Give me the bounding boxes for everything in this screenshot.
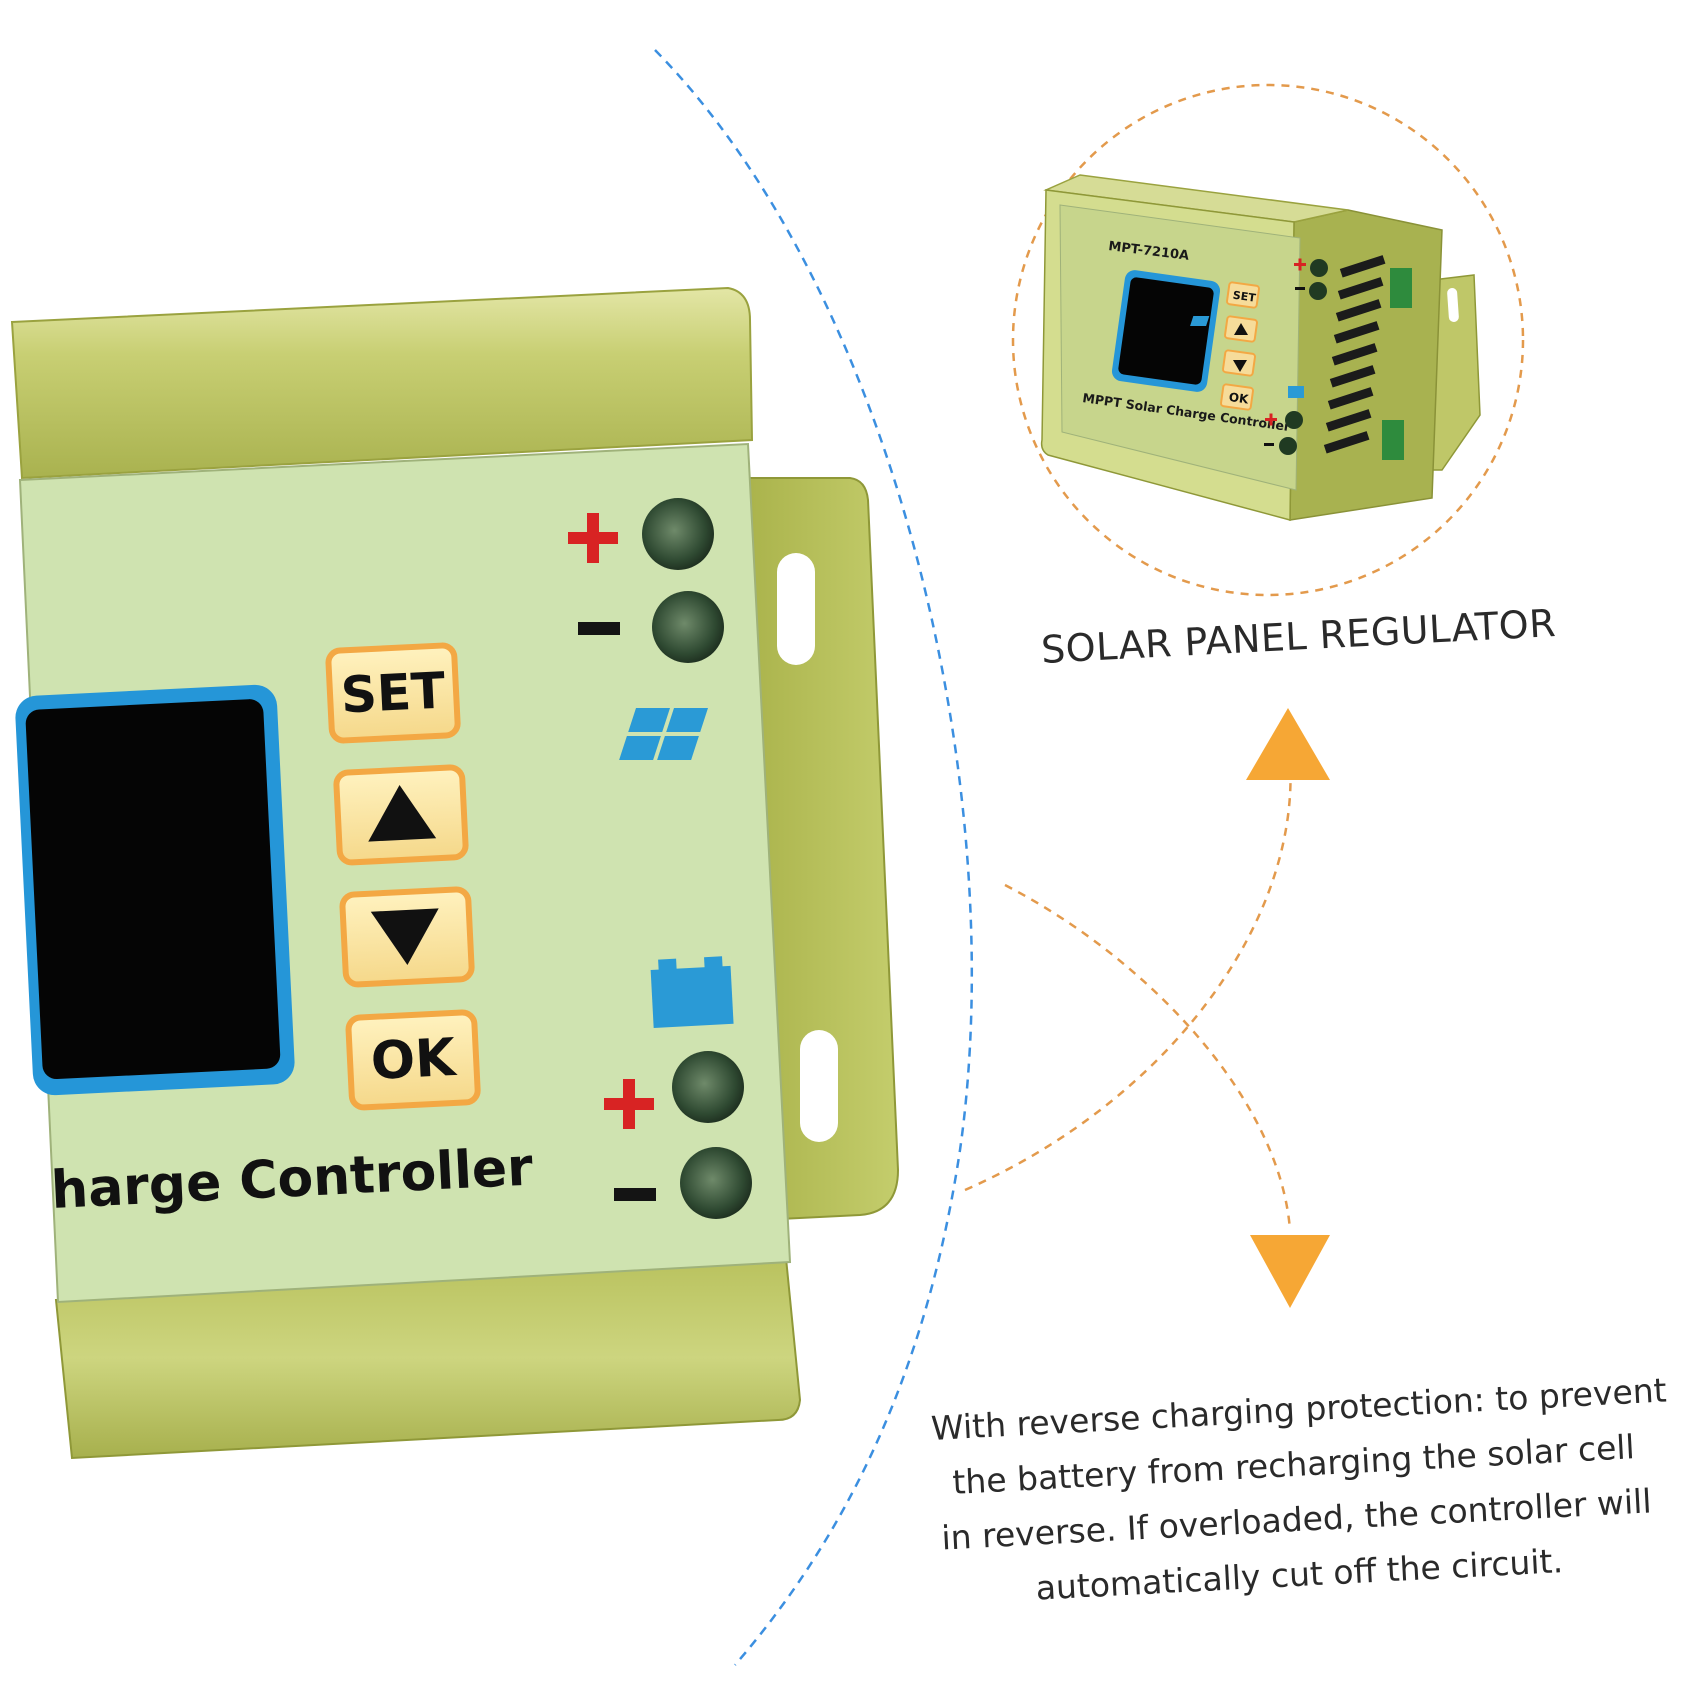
connector-curve-bottom xyxy=(1004,883,1292,1231)
set-button-label: SET xyxy=(340,661,447,724)
arrow-up-indicator xyxy=(1246,708,1330,780)
solar-terminal-negative xyxy=(652,591,724,663)
housing-bottom xyxy=(54,1256,802,1460)
down-button[interactable] xyxy=(339,886,475,988)
ok-button-label: OK xyxy=(369,1028,458,1092)
plus-icon xyxy=(604,1079,654,1129)
divider-curve xyxy=(654,49,973,1666)
ok-button[interactable]: OK xyxy=(345,1009,481,1111)
arrow-up-icon xyxy=(368,784,437,842)
thumb-set-label: SET xyxy=(1232,289,1257,305)
mounting-bracket xyxy=(738,477,900,1222)
arrow-down-icon xyxy=(370,908,439,965)
solar-panel-icon xyxy=(619,708,709,760)
battery-icon xyxy=(650,956,734,1028)
connector-curve-top xyxy=(964,759,1292,1192)
minus-icon xyxy=(578,622,620,635)
set-button[interactable]: SET xyxy=(325,642,461,744)
solar-terminal-positive xyxy=(642,498,714,570)
bracket-slot-bottom xyxy=(800,1030,838,1142)
bracket-slot-top xyxy=(777,553,815,665)
battery-terminal-positive xyxy=(672,1051,744,1123)
minus-icon xyxy=(614,1188,656,1201)
device-thumbnail: MPT-7210A SET OK MPPT Solar Charge Contr… xyxy=(1040,174,1481,521)
up-button[interactable] xyxy=(333,764,469,866)
lcd-screen xyxy=(25,699,281,1080)
thumbnail-ring xyxy=(1011,83,1525,597)
device-closeup: SET OK harge Controller xyxy=(10,286,900,1460)
caption-description: With reverse charging protection: to pre… xyxy=(930,1363,1667,1620)
battery-terminal-negative xyxy=(680,1147,752,1219)
arrow-down-indicator xyxy=(1250,1235,1330,1308)
thumb-ok-label: OK xyxy=(1228,390,1250,407)
plus-icon xyxy=(568,513,618,563)
housing-top xyxy=(10,286,754,480)
